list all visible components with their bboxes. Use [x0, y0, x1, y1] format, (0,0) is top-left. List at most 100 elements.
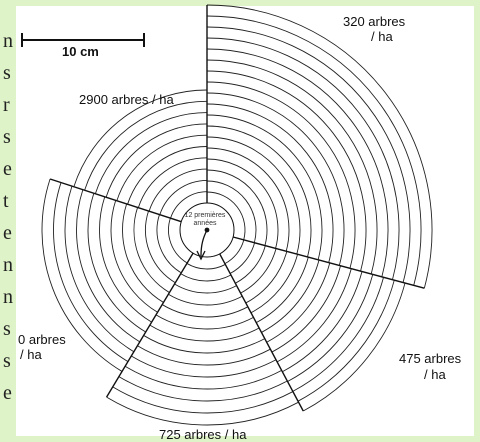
center-label-line1: 12 premières: [184, 212, 226, 219]
growth-ring: [206, 191, 246, 240]
label-320-unit: / ha: [371, 29, 393, 44]
growth-ring: [206, 114, 323, 260]
label-2900: 2900 arbres / ha: [79, 92, 174, 107]
growth-ring: [282, 271, 363, 373]
growth-ring: [206, 48, 389, 277]
margin-glyph: s: [3, 126, 11, 148]
growth-ring: [84, 100, 208, 191]
growth-ring: [170, 191, 208, 219]
growth-ring: [235, 245, 266, 284]
label-475-unit: / ha: [424, 367, 446, 382]
growth-ring: [133, 207, 170, 293]
growth-ring: [206, 92, 345, 266]
growth-ring: [224, 239, 245, 265]
center-label: 12 premières années: [178, 212, 232, 228]
sector-boundary-line: [232, 236, 425, 289]
growth-ring: [206, 59, 378, 275]
growth-ring: [137, 345, 271, 366]
growth-ring: [110, 200, 158, 313]
growth-ring: [206, 125, 312, 258]
margin-glyph: t: [3, 190, 9, 212]
label-725: 725 arbres / ha: [159, 427, 247, 442]
growth-arrow: [196, 227, 210, 261]
growth-ring: [76, 189, 141, 343]
growth-ring: [148, 168, 208, 212]
growth-ring: [105, 123, 208, 198]
growth-ring: [206, 37, 400, 280]
growth-ring: [206, 15, 422, 286]
margin-glyph: n: [3, 254, 13, 276]
label-320: 320 arbres: [343, 14, 406, 29]
growth-ring: [99, 196, 152, 323]
growth-ring: [87, 193, 146, 333]
growth-ring: [118, 376, 288, 402]
growth-ring: [206, 180, 257, 243]
growth-ring: [206, 147, 290, 252]
growth-ring: [287, 274, 374, 382]
growth-ring: [206, 103, 334, 263]
growth-ring: [245, 251, 288, 304]
growth-ring: [303, 282, 406, 412]
sector-boundary-line: [49, 178, 182, 223]
growth-ring: [122, 203, 164, 303]
growth-ring: [64, 185, 135, 353]
margin-glyph: n: [3, 286, 13, 308]
growth-ring: [292, 277, 384, 392]
growth-ring: [206, 136, 301, 255]
growth-ring: [240, 248, 277, 294]
growth-ring: [116, 134, 208, 201]
growth-ring: [261, 259, 320, 333]
growth-ring: [174, 283, 237, 294]
growth-ring: [127, 146, 208, 205]
margin-glyph: s: [3, 62, 11, 84]
growth-ring: [161, 304, 249, 318]
growth-ring: [124, 365, 282, 390]
growth-ring: [276, 268, 352, 363]
growth-ring: [168, 217, 188, 264]
margin-glyph: s: [3, 318, 11, 340]
growth-ring: [206, 169, 268, 246]
growth-ring: [168, 293, 243, 306]
margin-glyph: r: [3, 94, 10, 116]
growth-ring: [155, 314, 254, 330]
growth-ring: [266, 262, 331, 343]
growth-ring: [206, 81, 356, 269]
sector-boundary-line: [219, 253, 304, 412]
growth-ring: [206, 4, 433, 289]
growth-ring: [53, 182, 129, 362]
growth-ring: [137, 157, 208, 208]
sector-boundaries: [49, 5, 425, 412]
margin-glyph: e: [3, 382, 12, 404]
margin-glyph: e: [3, 222, 12, 244]
growth-ring: [94, 112, 208, 194]
growth-ring: [206, 158, 279, 249]
growth-ring: [112, 386, 294, 414]
growth-ring: [180, 273, 232, 282]
growth-ring: [156, 214, 182, 274]
growth-ring: [143, 335, 265, 354]
growth-ring: [106, 396, 299, 426]
growth-ring: [206, 70, 367, 272]
growth-ring: [271, 265, 341, 353]
growth-ring: [145, 210, 176, 284]
scale-bar: [21, 33, 145, 47]
sector-boundary-line: [105, 252, 194, 398]
ring-sectors: [41, 4, 433, 426]
scale-label: 10 cm: [62, 44, 99, 59]
margin-glyph: n: [3, 30, 13, 52]
center-label-line2: années: [193, 220, 217, 227]
growth-ring: [73, 89, 208, 187]
margin-glyph: e: [3, 158, 12, 180]
growth-ring: [41, 178, 123, 372]
growth-ring: [229, 242, 256, 274]
margin-glyph: s: [3, 350, 11, 372]
growth-ring: [206, 26, 411, 283]
growth-ring: [186, 263, 226, 270]
label-left-unit: / ha: [20, 347, 42, 362]
left-margin-text: n s r s e t e n n s s e: [0, 0, 20, 439]
growth-ring: [250, 254, 298, 314]
growth-ring: [131, 355, 277, 378]
growth-ring: [256, 257, 309, 323]
